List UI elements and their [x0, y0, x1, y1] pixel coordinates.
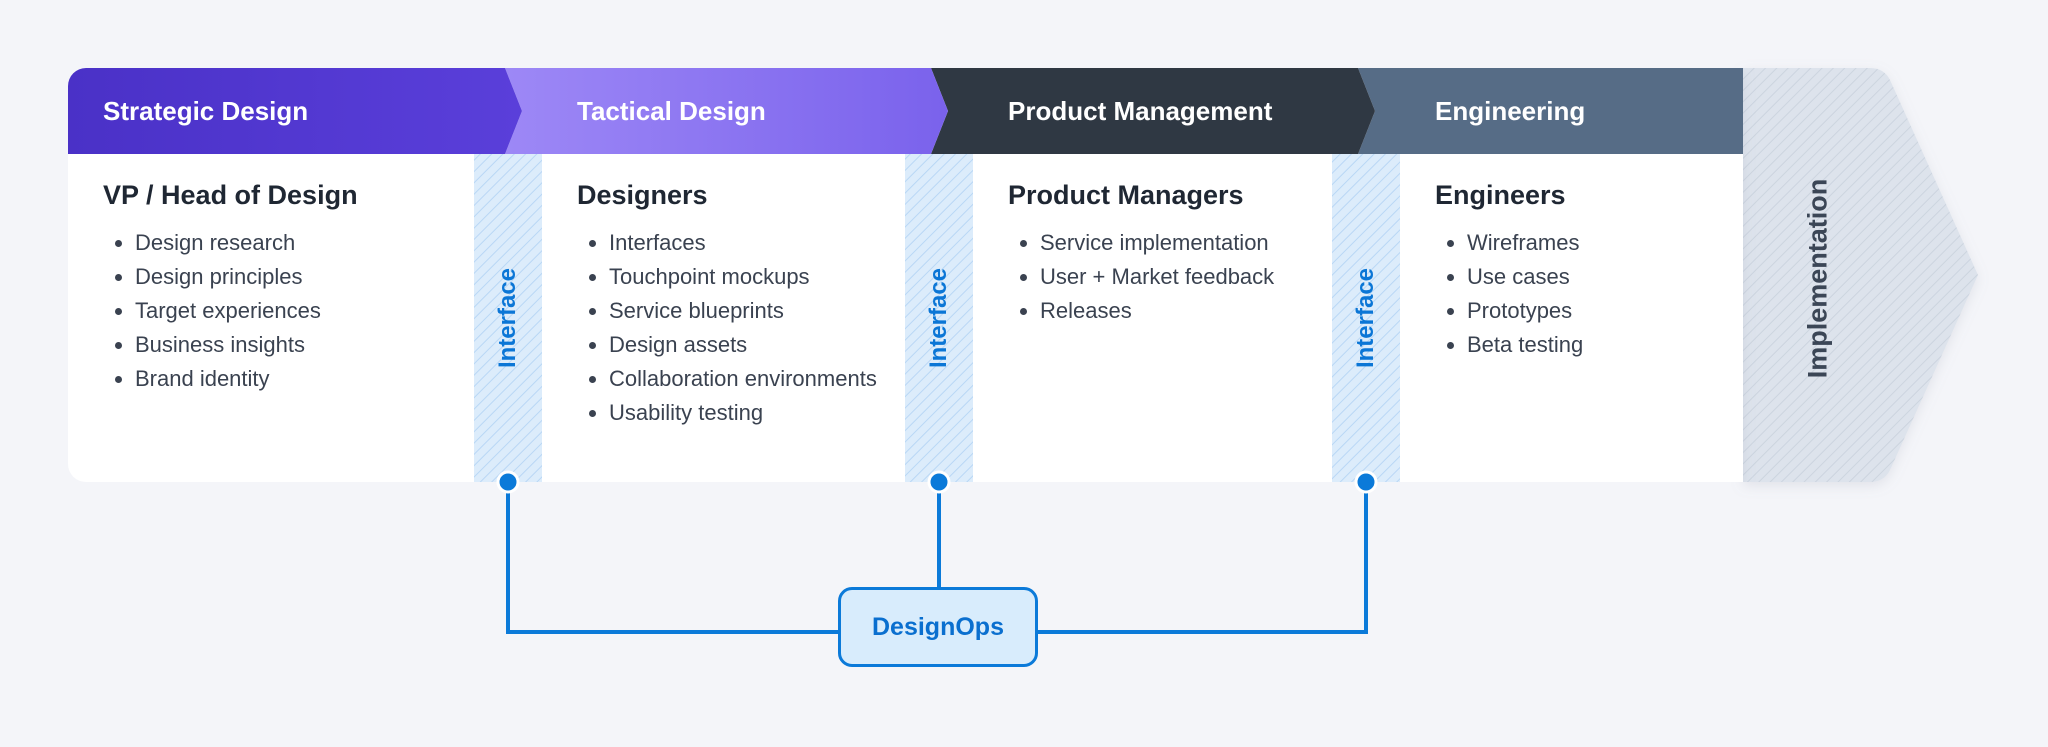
interface-text: Interface — [925, 267, 953, 369]
connector-left — [506, 482, 838, 634]
list-item: Use cases — [1467, 260, 1583, 294]
list-item: Interfaces — [609, 226, 877, 260]
list-item: Design research — [135, 226, 321, 260]
list-item: Releases — [1040, 294, 1274, 328]
role-title-engineers: Engineers — [1435, 180, 1566, 210]
list-item: User + Market feedback — [1040, 260, 1274, 294]
interface-strip-2 — [905, 154, 973, 482]
interface-text: Interface — [1352, 267, 1380, 369]
header-product-management — [931, 68, 1375, 154]
list-item: Beta testing — [1467, 328, 1583, 362]
list-item: Target experiences — [135, 294, 321, 328]
header-engineering — [1358, 68, 1743, 154]
interface-label-3: Interface — [1332, 154, 1400, 482]
header-label-product-management: Product Management — [1008, 95, 1273, 126]
tactical-design-list: Interfaces Touchpoint mockups Service bl… — [577, 226, 877, 430]
header-label-strategic-design: Strategic Design — [103, 95, 309, 126]
list-item: Collaboration environments — [609, 362, 877, 396]
interface-strip-1 — [474, 154, 542, 482]
header-tactical-design — [505, 68, 948, 154]
header-label-tactical-design: Tactical Design — [577, 95, 766, 126]
implementation-label: Implementation — [1743, 120, 1893, 436]
interface-text: Interface — [494, 267, 522, 369]
list-item: Wireframes — [1467, 226, 1583, 260]
interface-label-1: Interface — [474, 154, 542, 482]
list-item: Usability testing — [609, 396, 877, 430]
implementation-chevron — [1743, 68, 1978, 482]
header-label-engineering: Engineering — [1435, 95, 1586, 126]
list-item: Service blueprints — [609, 294, 877, 328]
list-item: Design assets — [609, 328, 877, 362]
interface-label-2: Interface — [905, 154, 973, 482]
interface-strip-3 — [1332, 154, 1400, 482]
engineering-list: Wireframes Use cases Prototypes Beta tes… — [1435, 226, 1583, 362]
list-item: Touchpoint mockups — [609, 260, 877, 294]
list-item: Brand identity — [135, 362, 321, 396]
role-title-product-managers: Product Managers — [1008, 180, 1244, 210]
connector-right — [1038, 482, 1368, 634]
strategic-design-list: Design research Design principles Target… — [103, 226, 321, 396]
implementation-text: Implementation — [1802, 178, 1833, 378]
list-item: Design principles — [135, 260, 321, 294]
connector-dot-2 — [927, 470, 951, 494]
list-item: Business insights — [135, 328, 321, 362]
connector-dot-3 — [1354, 470, 1378, 494]
connector-dot-1 — [496, 470, 520, 494]
role-title-head-of-design: VP / Head of Design — [103, 180, 358, 210]
role-title-designers: Designers — [577, 180, 708, 210]
product-management-list: Service implementation User + Market fee… — [1008, 226, 1274, 328]
list-item: Service implementation — [1040, 226, 1274, 260]
designops-box: DesignOps — [838, 587, 1038, 667]
header-strategic-design — [68, 68, 522, 154]
list-item: Prototypes — [1467, 294, 1583, 328]
